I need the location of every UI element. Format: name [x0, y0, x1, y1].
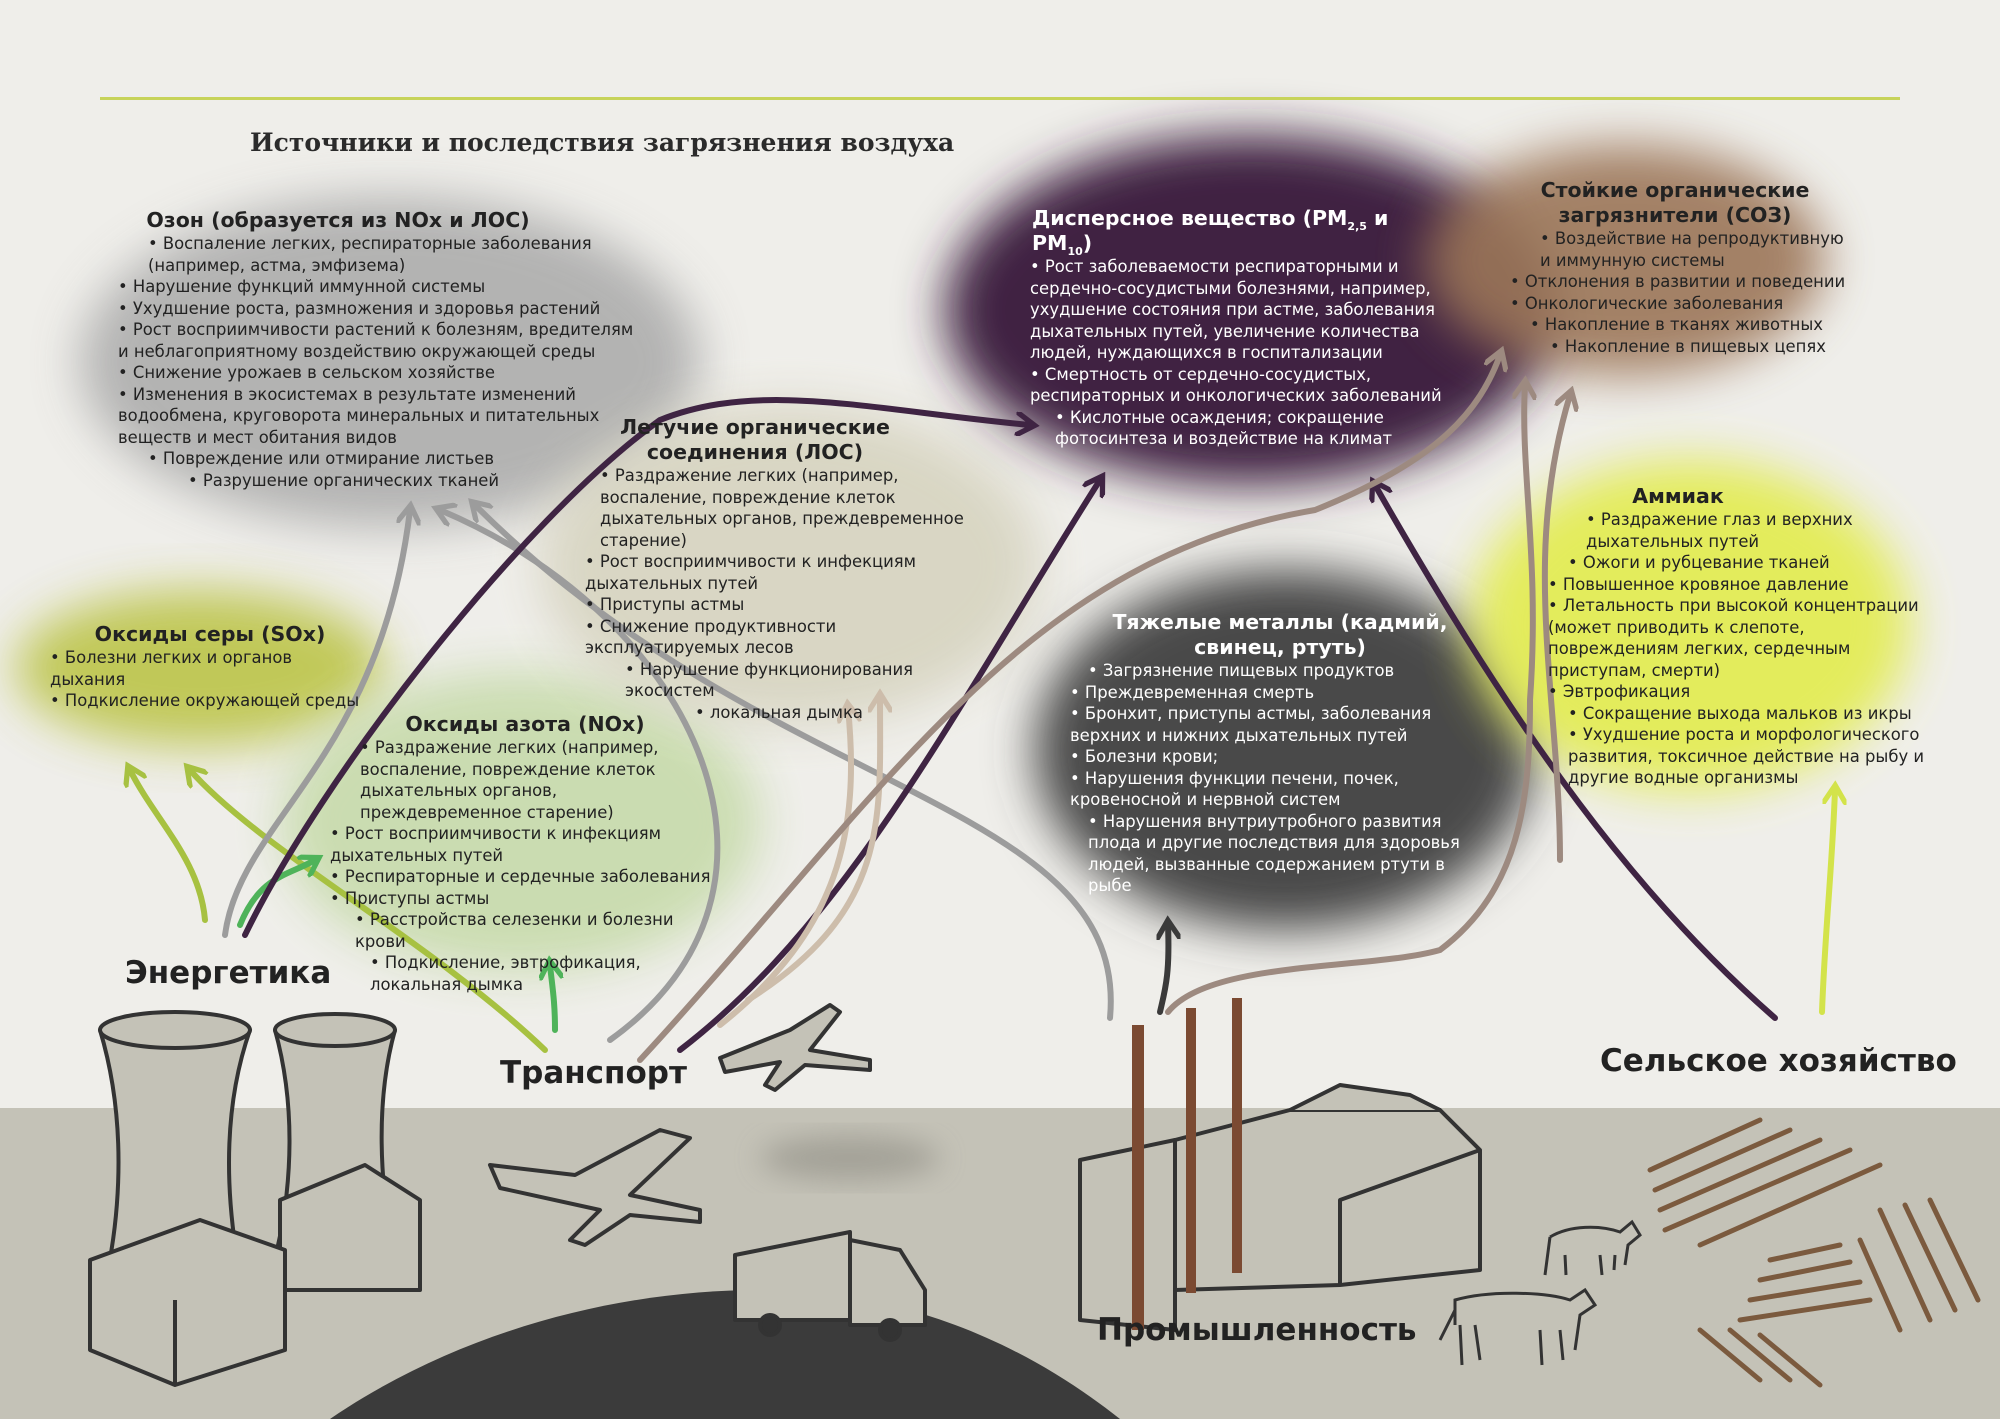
- list-item: Раздражение легких (например, воспаление…: [330, 737, 720, 823]
- ammonia-list: Раздражение глаз и верхних дыхательных п…: [1548, 509, 1928, 789]
- source-transport-label: Транспорт: [500, 1055, 687, 1091]
- list-item: Загрязнение пищевых продуктов: [1070, 660, 1490, 682]
- pm-heading-a: Дисперсное вещество (PM: [1032, 206, 1348, 230]
- arrow: [1375, 485, 1778, 1021]
- list-item: Нарушение функционирования экосистем: [585, 659, 995, 702]
- arrow: [1160, 925, 1168, 1015]
- voc-list: Раздражение легких (например, воспаление…: [585, 465, 995, 723]
- arrow: [1165, 385, 1533, 1015]
- list-item: Снижение урожаев в сельском хозяйстве: [118, 362, 638, 384]
- list-item: Болезни крови;: [1070, 746, 1490, 768]
- pm-heading: Дисперсное вещество (PM2,5 и PM10): [1030, 206, 1450, 259]
- pop-list: Воздействие на репродуктивную и иммунную…: [1510, 228, 1850, 357]
- list-item: Болезни легких и органов дыхания: [50, 647, 370, 690]
- list-item: Приступы астмы: [330, 888, 720, 910]
- voc-heading: Летучие органические соединения (ЛОС): [620, 415, 890, 464]
- nox-box: Оксиды азота (NOx) Раздражение легких (н…: [330, 712, 720, 995]
- arrow: [637, 355, 1500, 1063]
- list-item: Ухудшение роста и морфологического разви…: [1548, 724, 1928, 789]
- list-item: Нарушения внутриутробного развития плода…: [1070, 811, 1490, 897]
- list-item: Респираторные и сердечные заболевания: [330, 866, 720, 888]
- chimneys: [1132, 998, 1242, 1330]
- sox-list: Болезни легких и органов дыхания Подкисл…: [50, 647, 370, 712]
- list-item: Летальность при высокой концентрации (мо…: [1548, 595, 1928, 681]
- source-energy-label: Энергетика: [125, 955, 332, 991]
- list-item: Рост восприимчивости растений к болезням…: [118, 319, 638, 362]
- list-item: Преждевременная смерть: [1070, 682, 1490, 704]
- cow-illustration: [1438, 1219, 1642, 1366]
- ozone-heading: Озон (образуется из NOx и ЛОС): [146, 208, 530, 232]
- list-item: Повреждение или отмирание листьев: [118, 448, 638, 470]
- list-item: Сокращение выхода мальков из икры: [1548, 703, 1928, 725]
- metals-box: Тяжелые металлы (кадмий, свинец, ртуть) …: [1070, 610, 1490, 897]
- source-agriculture-label: Сельское хозяйство: [1600, 1043, 1957, 1079]
- arrow: [1819, 790, 1835, 1015]
- sox-box: Оксиды серы (SOx) Болезни легких и орган…: [50, 622, 370, 712]
- list-item: Подкисление окружающей среды: [50, 690, 370, 712]
- list-item: Снижение продуктивности эксплуатируемых …: [585, 616, 995, 659]
- voc-box: Летучие органические соединения (ЛОС) Ра…: [585, 415, 995, 723]
- truck-illustration: [733, 1230, 927, 1342]
- list-item: Бронхит, приступы астмы, заболевания вер…: [1070, 703, 1490, 746]
- pop-box: Стойкие органические загрязнители (СОЗ) …: [1510, 178, 1850, 357]
- list-item: Разрушение органических тканей: [118, 470, 638, 492]
- metals-heading: Тяжелые металлы (кадмий, свинец, ртуть): [1112, 610, 1448, 659]
- power-plant-illustration: [88, 1010, 422, 1387]
- list-item: Подкисление, эвтрофикация, локальная дым…: [330, 952, 720, 995]
- list-item: Приступы астмы: [585, 594, 995, 616]
- list-item: Нарушение функций иммунной системы: [118, 276, 638, 298]
- list-item: Воздействие на репродуктивную и иммунную…: [1510, 228, 1850, 271]
- list-item: Эвтрофикация: [1548, 681, 1928, 703]
- pm-heading-sub2: 10: [1067, 245, 1083, 259]
- header-rule: [100, 97, 1900, 100]
- list-item: Нарушения функции печени, почек, кровено…: [1070, 768, 1490, 811]
- ozone-list: Воспаление легких, респираторные заболев…: [118, 233, 638, 491]
- sox-heading: Оксиды серы (SOx): [94, 622, 326, 646]
- ozone-box: Озон (образуется из NOx и ЛОС) Воспалени…: [118, 208, 638, 491]
- factory-illustration: [1078, 1083, 1482, 1332]
- list-item: Накопление в пищевых цепях: [1510, 336, 1850, 358]
- arrow: [222, 510, 410, 938]
- arrow: [745, 698, 880, 1003]
- pm-heading-c: ): [1082, 231, 1093, 255]
- list-item: Рост восприимчивости к инфекциям дыхател…: [585, 551, 995, 594]
- list-item: Воспаление легких, респираторные заболев…: [118, 233, 638, 276]
- list-item: Отклонения в развитии и поведении: [1510, 271, 1850, 293]
- list-item: Рост заболеваемости респираторными и сер…: [1030, 256, 1450, 364]
- ammonia-box: Аммиак Раздражение глаз и верхних дыхате…: [1548, 484, 1928, 789]
- list-item: Ожоги и рубцевание тканей: [1548, 552, 1928, 574]
- metals-list: Загрязнение пищевых продуктов Преждеврем…: [1070, 660, 1490, 897]
- list-item: Онкологические заболевания: [1510, 293, 1850, 315]
- pm-box: Дисперсное вещество (PM2,5 и PM10) Рост …: [1030, 206, 1450, 450]
- list-item: Расстройства селезенки и болезни крови: [330, 909, 720, 952]
- source-industry-label: Промышленность: [1097, 1312, 1417, 1348]
- pm-heading-b: и PM: [1032, 206, 1389, 255]
- pm-heading-sub1: 2,5: [1347, 220, 1367, 234]
- list-item: Повышенное кровяное давление: [1548, 574, 1928, 596]
- list-item: Изменения в экосистемах в результате изм…: [118, 384, 638, 449]
- nox-list: Раздражение легких (например, воспаление…: [330, 737, 720, 995]
- arrow: [1541, 395, 1570, 863]
- aircraft-shadow: [760, 1136, 940, 1180]
- airplane-illustration: [488, 1003, 872, 1247]
- list-item: Смертность от сердечно-сосудистых, респи…: [1030, 364, 1450, 407]
- pm-list: Рост заболеваемости респираторными и сер…: [1030, 256, 1450, 450]
- list-item: Раздражение легких (например, воспаление…: [585, 465, 995, 551]
- pop-heading: Стойкие органические загрязнители (СОЗ): [1540, 178, 1810, 227]
- list-item: Раздражение глаз и верхних дыхательных п…: [1548, 509, 1928, 552]
- arrow: [677, 480, 1100, 1053]
- list-item: Рост восприимчивости к инфекциям дыхател…: [330, 823, 720, 866]
- ammonia-heading: Аммиак: [1632, 484, 1724, 508]
- arrow: [130, 770, 208, 923]
- list-item: локальная дымка: [585, 702, 995, 724]
- arrow: [717, 708, 851, 1028]
- page-title: Источники и последствия загрязнения возд…: [250, 128, 955, 157]
- list-item: Кислотные осаждения; сокращение фотосинт…: [1030, 407, 1450, 450]
- list-item: Накопление в тканях животных: [1510, 314, 1850, 336]
- fields: [1647, 1117, 1981, 1388]
- list-item: Ухудшение роста, размножения и здоровья …: [118, 298, 638, 320]
